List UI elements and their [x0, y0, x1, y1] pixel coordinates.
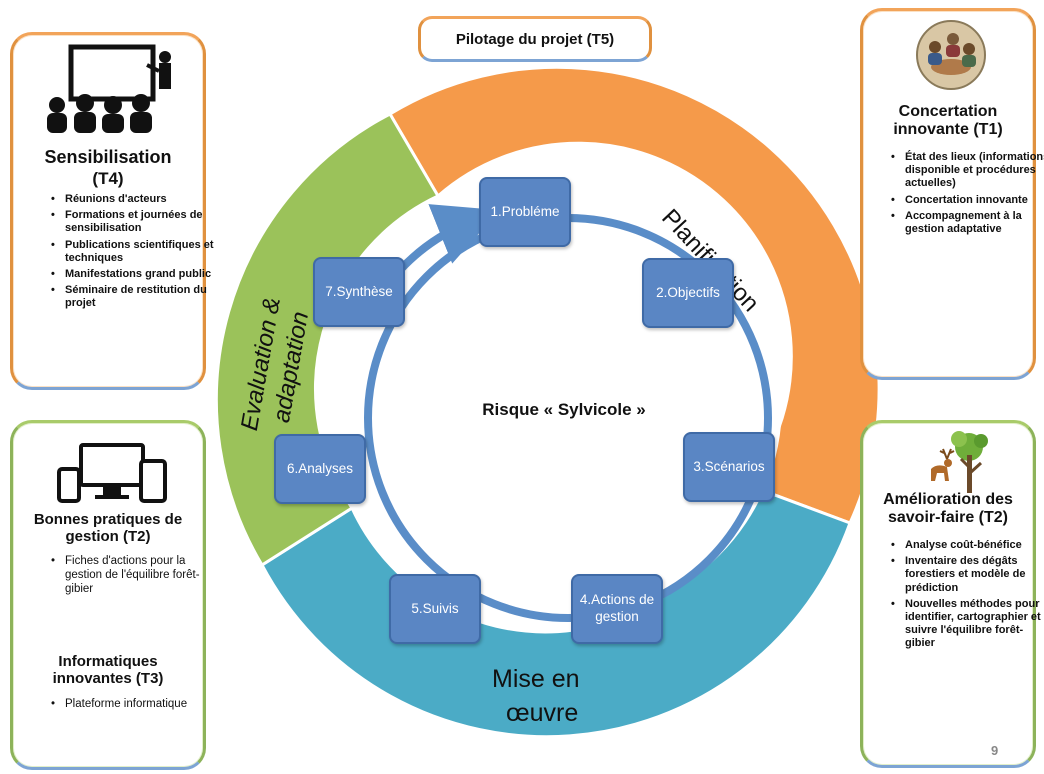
list-item: Séminaire de restitution du projet [51, 284, 215, 310]
mise-en-oeuvre-label-1: Mise en [492, 665, 580, 693]
list-item: Inventaire des dégâts forestiers et modè… [891, 555, 1044, 595]
step-probleme: 1.Probléme [479, 177, 571, 247]
bonnes-pratiques-panel: Bonnes pratiques de gestion (T2) Fiches … [10, 420, 206, 770]
list-item: Concertation innovante [891, 194, 1044, 207]
step-analyses: 6.Analyses [274, 434, 366, 504]
meeting-people-icon [916, 20, 986, 90]
devices-icon [57, 443, 167, 503]
informatiques-list: Plateforme informatique [49, 698, 215, 715]
step-synthese: 7.Synthèse [313, 257, 405, 327]
amelioration-list: Analyse coût-bénéfice Inventaire des dég… [889, 539, 1044, 654]
list-item: Fiches d'actions pour la gestion de l'éq… [51, 555, 215, 596]
step-suivis: 5.Suivis [389, 574, 481, 644]
list-item: Nouvelles méthodes pour identifier, cart… [891, 598, 1044, 651]
concertation-panel: Concertation innovante (T1) État des lie… [860, 8, 1044, 380]
step-actions-de-gestion: 4.Actions de gestion [571, 574, 663, 644]
cycle-arrow [397, 204, 500, 273]
bonnes-pratiques-title: Bonnes pratiques de gestion (T2) [33, 511, 183, 546]
list-item: Analyse coût-bénéfice [891, 539, 1044, 552]
center-title: Risque « Sylvicole » [482, 400, 646, 419]
step-objectifs: 2.Objectifs [642, 258, 734, 328]
list-item: Réunions d'acteurs [51, 193, 215, 206]
pilotage-label: Pilotage du projet (T5) [455, 30, 615, 48]
list-item: Accompagnement à la gestion adaptative [891, 210, 1044, 236]
bonnes-pratiques-list: Fiches d'actions pour la gestion de l'éq… [49, 555, 215, 599]
list-item: Manifestations grand public [51, 268, 215, 281]
sensibilisation-title: Sensibilisation [44, 147, 172, 167]
sensibilisation-list: Réunions d'acteurs Formations et journée… [49, 193, 215, 314]
step-scenarios: 3.Scénarios [683, 432, 775, 502]
amelioration-panel: Amélioration des savoir-faire (T2) Analy… [860, 420, 1041, 768]
concertation-list: État des lieux (informations disponible … [889, 151, 1044, 239]
list-item: État des lieux (informations disponible … [891, 151, 1044, 191]
list-item: Plateforme informatique [51, 698, 215, 712]
mise-en-oeuvre-label-2: œuvre [506, 699, 579, 727]
presentation-audience-icon [47, 44, 171, 133]
segment-evaluation [214, 112, 441, 568]
deer-tree-icon [931, 431, 988, 493]
amelioration-title: Amélioration des savoir-faire (T2) [883, 491, 1013, 527]
page-number: 9 [991, 743, 999, 758]
informatiques-title: Informatiques innovantes (T3) [52, 653, 164, 688]
list-item: Publications scientifiques et techniques [51, 239, 215, 265]
list-item: Formations et journées de sensibilisatio… [51, 209, 215, 235]
sensibilisation-task: (T4) [92, 169, 124, 188]
sensibilisation-panel: Sensibilisation (T4) Réunions d'acteurs … [10, 32, 214, 390]
concertation-title: Concertation innovante (T1) [893, 103, 1003, 139]
pilotage-box: Pilotage du projet (T5) [418, 16, 652, 62]
